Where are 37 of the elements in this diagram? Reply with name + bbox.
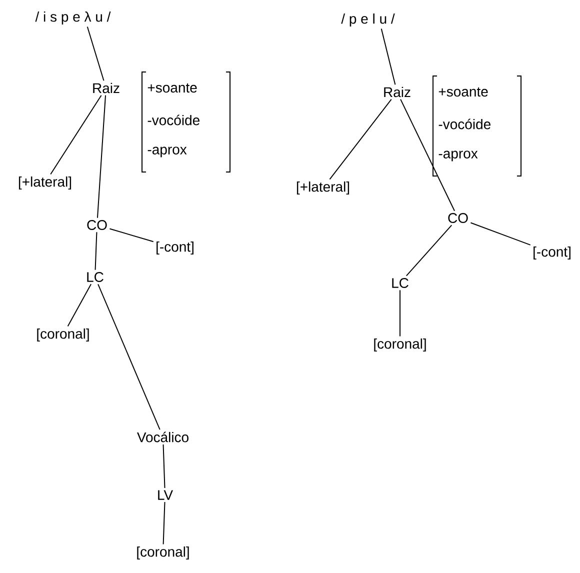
tree-line — [162, 444, 166, 488]
tree-line — [50, 94, 102, 175]
tree-node-label: [coronal] — [137, 546, 189, 560]
tree-line — [162, 502, 166, 545]
phonetic-form: / i s p e λ u / — [35, 11, 111, 25]
tree-line — [86, 26, 104, 82]
tree-line — [406, 224, 452, 276]
tree-node-label: [coronal] — [374, 338, 426, 352]
tree-line — [109, 228, 154, 242]
tree-node-label: LC — [392, 278, 408, 288]
tree-node-label: LV — [158, 490, 173, 500]
feature-label: -aprox — [438, 150, 478, 162]
tree-node-label: [coronal] — [37, 328, 89, 342]
tree-node-label: LC — [87, 272, 104, 282]
tree-line — [96, 94, 106, 218]
tree-line — [470, 222, 531, 246]
feature-label: -aprox — [148, 146, 187, 158]
feature-label: -vocóide — [148, 114, 200, 126]
feature-label: +soante — [438, 87, 488, 97]
tree-line — [329, 98, 392, 180]
tree-line — [98, 284, 160, 430]
tree-node-label: Raiz — [93, 82, 120, 94]
tree-node-label: CO — [87, 220, 107, 230]
feature-label: -vocóide — [438, 118, 490, 130]
tree-line — [400, 98, 456, 212]
tree-line — [67, 284, 92, 327]
tree-node-label: [-cont] — [534, 246, 570, 260]
tree-node-label: CO — [448, 213, 468, 223]
tree-node-label: [-cont] — [156, 241, 194, 255]
tree-line — [380, 28, 396, 86]
tree-node-label: [+lateral] — [18, 176, 72, 190]
tree-line — [94, 232, 98, 270]
feature-label: +soante — [148, 83, 197, 93]
tree-node-label: [+lateral] — [296, 181, 350, 195]
tree-node-label: Vocálico — [137, 432, 188, 442]
tree-node-label: Raiz — [384, 86, 410, 98]
phonetic-form: / p e l u / — [341, 13, 395, 27]
